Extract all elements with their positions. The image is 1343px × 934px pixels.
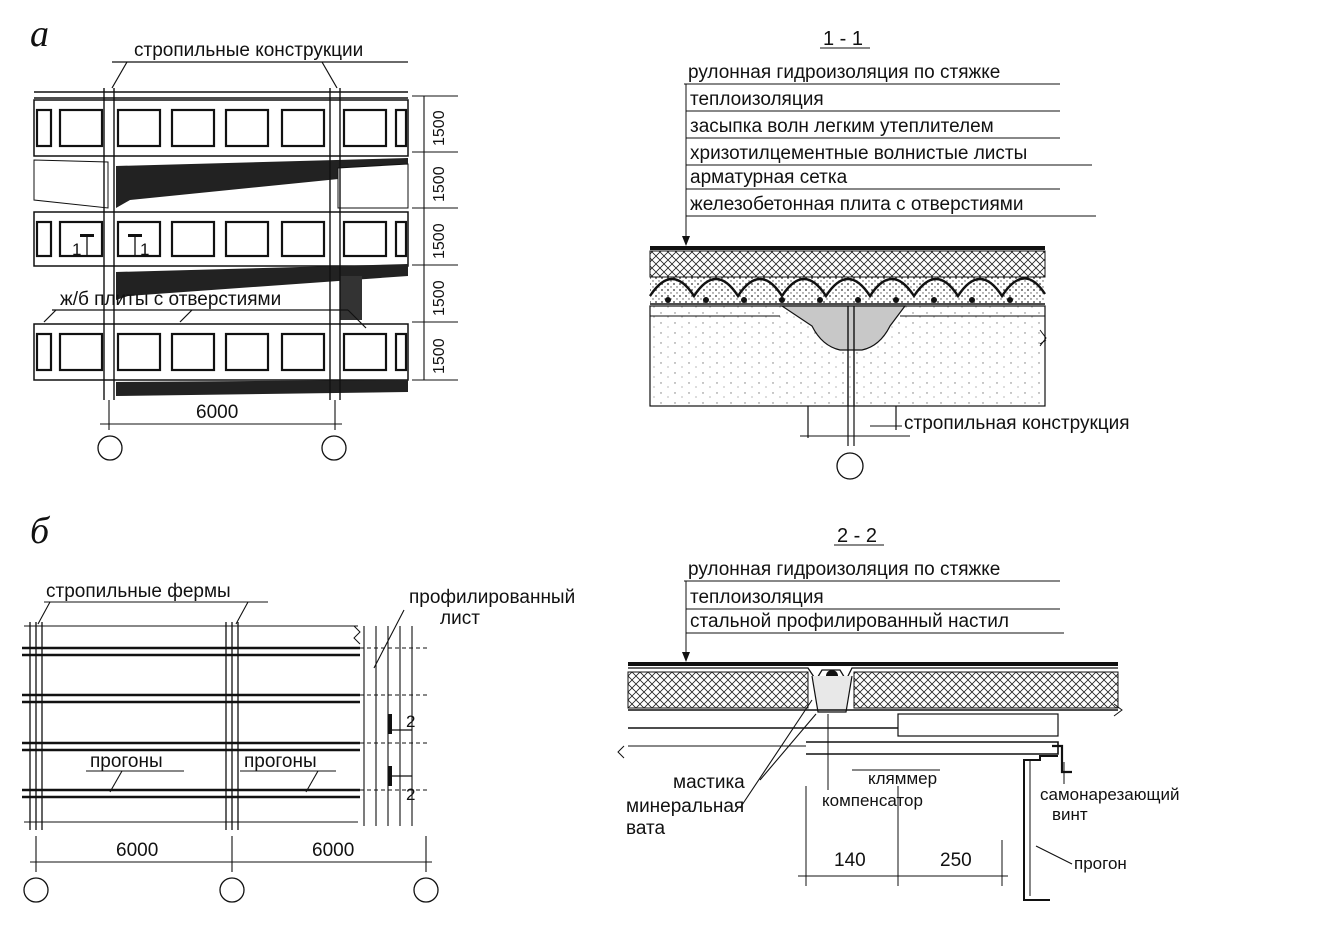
svg-text:1: 1 [140,240,149,259]
svg-text:арматурная сетка: арматурная сетка [690,167,848,188]
svg-text:рулонная гидроизоляция по стя: рулонная гидроизоляция по стяжке [688,62,1000,83]
truss-plan: стропильные фермы [22,581,575,903]
svg-text:1500: 1500 [431,166,448,202]
purlins-label-left: прогоны [90,751,163,772]
section-2-2-title: 2 - 2 [837,525,877,547]
section-2-2: 2 - 2 рулонная гидроизоляция по стяжке т… [617,525,1179,901]
svg-text:1500: 1500 [431,338,448,374]
clamp-label: кляммер [868,769,937,788]
svg-text:рулонная гидроизоляция по стя: рулонная гидроизоляция по стяжке [688,559,1000,580]
support-label-1: стропильная конструкция [904,413,1130,434]
svg-text:6000: 6000 [196,402,238,423]
section-1-1: 1 - 1 рулонная гидроизоляция по стяжке т… [648,28,1130,480]
purlin-label: прогон [1074,854,1127,873]
svg-text:250: 250 [940,850,972,871]
wool-label-2: вата [626,818,666,839]
purlins-label-right: прогоны [244,751,317,772]
svg-text:хризотилцементные волнистые ли: хризотилцементные волнистые листы [690,143,1027,164]
span-dimension: 6000 [97,400,347,461]
cut-mark-2: 2 2 [388,712,415,804]
slab-rows [33,99,409,396]
svg-text:6000: 6000 [116,840,158,861]
screw-label-2: винт [1052,805,1088,824]
wool-label-1: минеральная [626,796,744,817]
slabs-label: ж/б плиты с отверстиями [60,289,281,310]
deck-label-1: профилированный [409,587,575,608]
roof-buildup-1: стропильная конструкция [648,246,1130,480]
cut-mark-1: 1 1 [72,234,149,259]
panel-a-letter: а [30,13,49,55]
svg-text:1500: 1500 [431,110,448,146]
screw-label-1: самонарезающий [1040,785,1179,804]
slab-plan: стропильные конструкции [33,40,458,461]
panel-b-letter: б [30,510,51,552]
svg-text:6000: 6000 [312,840,354,861]
row-dimensions: 1500 1500 1500 1500 1500 [412,95,458,381]
svg-text:стальной профилированный насти: стальной профилированный настил [690,611,1009,632]
section-1-1-title: 1 - 1 [823,28,863,50]
layer-labels-1: рулонная гидроизоляция по стяжке теплоиз… [682,62,1096,246]
roof-buildup-2 [617,662,1123,901]
deck-label-2: лист [440,608,480,629]
svg-text:1500: 1500 [431,280,448,316]
layer-labels-2: рулонная гидроизоляция по стяжке теплоиз… [682,559,1064,662]
svg-text:1: 1 [72,240,81,259]
trusses-label: стропильные фермы [46,581,231,602]
svg-text:1500: 1500 [431,223,448,259]
panel-a: а стропильные конструкции [30,13,458,461]
svg-text:2: 2 [406,712,415,731]
svg-text:железобетонная плита с отверст: железобетонная плита с отверстиями [690,194,1023,215]
compensator-label: компенсатор [822,791,923,810]
svg-text:2: 2 [406,785,415,804]
svg-text:теплоизоляция: теплоизоляция [690,587,824,608]
svg-text:теплоизоляция: теплоизоляция [690,89,824,110]
dims-2: 140 250 [798,786,1008,886]
svg-text:140: 140 [834,850,866,871]
svg-text:засыпка волн легким утеплителе: засыпка волн легким утеплителем [690,116,994,137]
panel-b: б стропильные фермы [22,510,575,903]
mastic-label: мастика [673,772,745,793]
rafters-label: стропильные конструкции [134,40,363,61]
span-dimensions-b: 6000 6000 [23,836,439,903]
